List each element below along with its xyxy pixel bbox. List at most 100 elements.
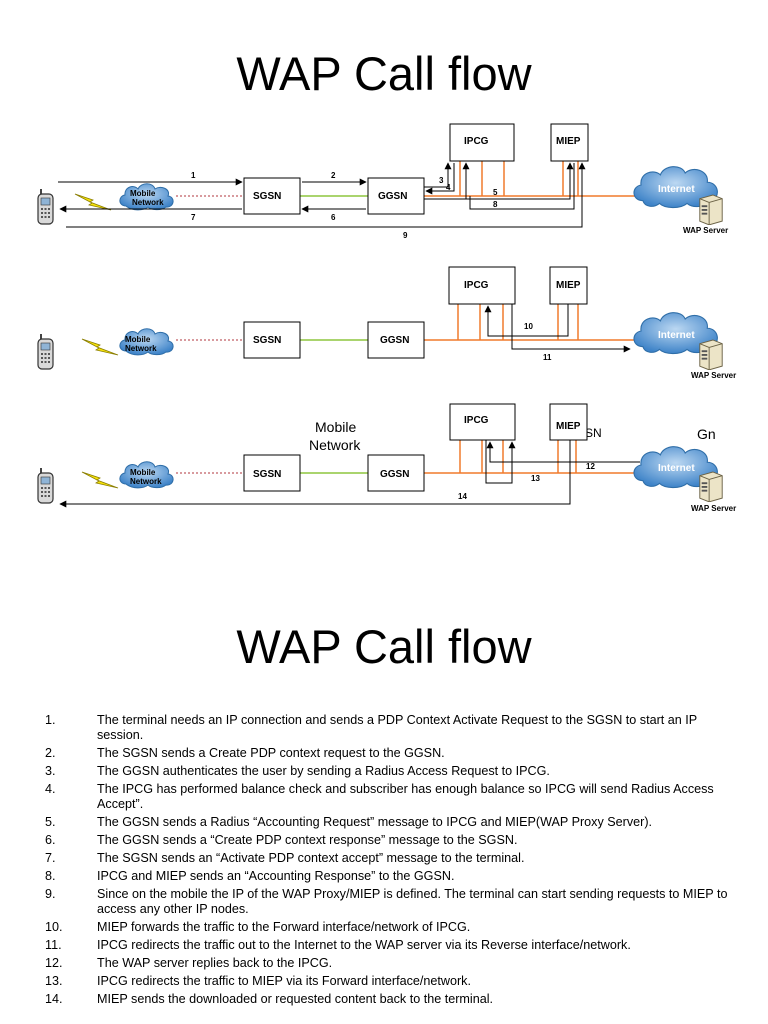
wap-server-icon <box>699 339 723 370</box>
ggsn-box <box>367 454 425 492</box>
internet-label: Internet <box>658 330 695 341</box>
lightning-icon <box>74 193 112 211</box>
step-number: 6. <box>45 833 56 847</box>
panel-2-arrows <box>484 304 631 353</box>
step-label-12: 12 <box>586 462 595 471</box>
step-number: 8. <box>45 869 56 883</box>
step-label-13: 13 <box>531 474 540 483</box>
mobile-network-label-line1: Mobile <box>130 189 156 198</box>
step-text: The terminal needs an IP connection and … <box>97 713 697 742</box>
mobile-network-label-line1: Mobile <box>125 335 151 344</box>
step-text: The GGSN authenticates the user by sendi… <box>97 764 550 778</box>
step-item: 9. Since on the mobile the IP of the WAP … <box>40 887 730 917</box>
step-number: 9. <box>45 887 56 901</box>
sgsn-label: SGSN <box>253 191 281 202</box>
step-item: 4. The IPCG has performed balance check a… <box>40 782 730 812</box>
step-text: Since on the mobile the IP of the WAP Pr… <box>97 887 728 916</box>
step-text: IPCG redirects the traffic out to the In… <box>97 938 631 952</box>
ggsn-label: GGSN <box>380 469 409 480</box>
wap-call-flow-diagram: Mobile Network IPCG MIEP SGSN GGSN Inter… <box>37 123 736 513</box>
mobile-phone-icon <box>37 333 54 370</box>
orange-links <box>424 161 640 197</box>
step-text: The IPCG has performed balance check and… <box>97 782 714 811</box>
miep-label: MIEP <box>556 280 581 291</box>
step-text: The WAP server replies back to the IPCG. <box>97 956 333 970</box>
sgsn-label: SGSN <box>253 469 281 480</box>
call-flow-steps-list: 1.The terminal needs an IP connection an… <box>40 713 730 1010</box>
step-label-6: 6 <box>331 213 336 222</box>
lightning-icon <box>81 338 119 356</box>
step-label-5: 5 <box>493 188 498 197</box>
ggsn-label: GGSN <box>380 335 409 346</box>
ggsn-label: GGSN <box>378 191 407 202</box>
step-text: IPCG and MIEP sends an “Accounting Respo… <box>97 869 455 883</box>
step-item: 5.The GGSN sends a Radius “Accounting Re… <box>40 815 730 830</box>
mobile-network-label-line2: Network <box>130 477 162 486</box>
step-item: 1.The terminal needs an IP connection an… <box>40 713 730 743</box>
step-item: 13.IPCG redirects the traffic to MIEP vi… <box>40 974 730 989</box>
step-item: 11.IPCG redirects the traffic out to the… <box>40 938 730 953</box>
panel-2: Mobile Network IPCG MIEP SGSN GGSN Inter… <box>37 266 736 380</box>
step-item: 8. IPCG and MIEP sends an “Accounting Res… <box>40 869 730 884</box>
miep-box <box>549 266 588 305</box>
panel-3-arrows <box>59 440 640 508</box>
orange-links <box>424 304 640 341</box>
sgsn-label: SGSN <box>253 335 281 346</box>
panel-3: Mobile Network SN Gn Mobile Network IPCG… <box>37 403 736 513</box>
step-label-14: 14 <box>458 492 467 501</box>
step-label-4: 4 <box>446 183 451 192</box>
mobile-phone-icon <box>37 467 54 504</box>
lightning-icon <box>81 471 119 489</box>
step-item: 14. MIEP sends the downloaded or requeste… <box>40 992 730 1007</box>
step-label-11: 11 <box>543 353 552 362</box>
step-label-10: 10 <box>524 322 533 331</box>
ipcg-box <box>448 266 516 305</box>
step-number: 7. <box>45 851 56 865</box>
step-text: MIEP sends the downloaded or requested c… <box>97 992 494 1006</box>
wap-server-icon <box>699 194 723 225</box>
step-item: 7. The SGSN sends an “Activate PDP contex… <box>40 851 730 866</box>
orange-links <box>424 440 640 474</box>
miep-label: MIEP <box>556 421 581 432</box>
wap-server-label: WAP Server <box>683 226 728 235</box>
miep-box <box>549 403 588 441</box>
mobile-network-overlay-line1: Mobile <box>315 419 356 435</box>
step-text: The SGSN sends an “Activate PDP context … <box>97 851 525 865</box>
ipcg-box <box>449 403 516 441</box>
sgsn-box <box>243 454 301 492</box>
step-label-3: 3 <box>439 176 444 185</box>
wap-server-icon <box>699 471 723 502</box>
step-number: 2. <box>45 746 56 760</box>
internet-label: Internet <box>658 184 695 195</box>
step-item: 6. The GGSN sends a “Create PDP context r… <box>40 833 730 848</box>
step-item: 10. MIEP forwards the traffic to the Forw… <box>40 920 730 935</box>
ggsn-box <box>367 321 425 359</box>
step-number: 10. <box>45 920 63 934</box>
mobile-network-label-line1: Mobile <box>130 468 156 477</box>
mobile-phone-icon <box>37 188 54 225</box>
mobile-network-label-line2: Network <box>125 344 157 353</box>
step-item: 3. The GGSN authenticates the user by sen… <box>40 764 730 779</box>
step-number: 14. <box>45 992 63 1006</box>
internet-label: Internet <box>658 463 695 474</box>
mobile-network-overlay-line2: Network <box>309 437 361 453</box>
step-number: 3. <box>45 764 56 778</box>
step-label-8: 8 <box>493 200 498 209</box>
sgsn-box <box>243 321 301 359</box>
step-label-1: 1 <box>191 171 196 180</box>
wap-server-label: WAP Server <box>691 371 736 380</box>
ggsn-box <box>367 177 425 215</box>
step-item: 2. The SGSN sends a Create PDP context re… <box>40 746 730 761</box>
step-text: The SGSN sends a Create PDP context requ… <box>97 746 445 760</box>
step-text: The GGSN sends a Radius “Accounting Requ… <box>97 815 653 829</box>
step-number: 13. <box>45 974 63 988</box>
slide-title-bottom: WAP Call flow <box>236 620 532 673</box>
step-number: 4. <box>45 782 56 796</box>
panel-1-arrows <box>58 162 586 228</box>
step-text: MIEP forwards the traffic to the Forward… <box>97 920 471 934</box>
sn-overlay-fragment: SN <box>585 426 602 440</box>
miep-box <box>550 123 589 162</box>
step-text: The GGSN sends a “Create PDP context res… <box>97 833 518 847</box>
mobile-network-label-line2: Network <box>132 198 164 207</box>
ipcg-label: IPCG <box>464 136 489 147</box>
